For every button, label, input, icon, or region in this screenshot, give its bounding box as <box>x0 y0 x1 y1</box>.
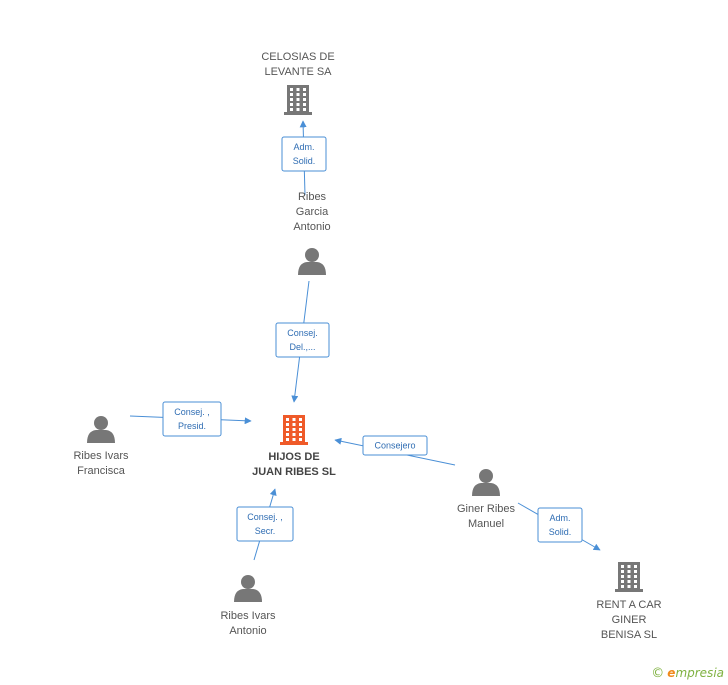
edge-e2: Consej. Del.,... <box>275 280 330 403</box>
node-label: Manuel <box>468 518 504 530</box>
edge-label-box[interactable] <box>537 507 583 543</box>
edge-e4: Consejero <box>334 435 456 466</box>
edge-label-text: Presid. <box>178 421 206 431</box>
building-icon <box>280 415 308 445</box>
brand-first-letter: e <box>667 666 676 680</box>
node-label: Antonio <box>293 221 330 233</box>
node-celosias[interactable]: CELOSIAS DE LEVANTE SA <box>261 51 335 115</box>
node-label: Francisca <box>77 465 126 477</box>
edge-label-box[interactable] <box>275 322 330 358</box>
person-icon <box>234 575 262 602</box>
node-label: HIJOS DE <box>268 451 319 463</box>
edge-label-text: Adm. <box>549 513 570 523</box>
empresia-brand: ©empresia <box>651 666 724 681</box>
node-label: Ribes Ivars <box>73 450 129 462</box>
edge-label-box[interactable] <box>281 136 327 172</box>
person-icon <box>87 416 115 443</box>
edge-label-text: Solid. <box>293 156 316 166</box>
building-icon <box>284 85 312 115</box>
edge-label-text: Consej. , <box>174 407 210 417</box>
node-label: GINER <box>612 614 647 626</box>
node-label: LEVANTE SA <box>264 66 332 78</box>
person-icon <box>472 469 500 496</box>
node-label: BENISA SL <box>601 629 657 641</box>
edge-e1: Adm. Solid. <box>281 120 327 196</box>
edge-label-text: Consejero <box>374 441 415 451</box>
node-hijos[interactable]: HIJOS DE JUAN RIBES SL <box>252 415 336 478</box>
node-label: RENT A CAR <box>596 599 661 611</box>
node-label: JUAN RIBES SL <box>252 466 336 478</box>
brand-rest: mpresia <box>675 666 724 680</box>
edge-label-text: Consej. , <box>247 512 283 522</box>
edge-e3: Consej. , Presid. <box>129 401 252 437</box>
edge-label-text: Consej. <box>287 328 318 338</box>
node-rent-a-car[interactable]: RENT A CAR GINER BENISA SL <box>596 562 662 641</box>
edge-label-text: Secr. <box>255 526 276 536</box>
edge-label-box[interactable] <box>236 506 294 542</box>
edge-label-text: Del.,... <box>289 342 315 352</box>
edge-e5: Consej. , Secr. <box>236 488 294 561</box>
edge-label-box[interactable] <box>162 401 222 437</box>
node-label: Ribes Ivars <box>220 610 276 622</box>
building-icon <box>615 562 643 592</box>
node-label: Garcia <box>296 206 329 218</box>
node-label: CELOSIAS DE <box>261 51 334 63</box>
node-label: Antonio <box>229 625 266 637</box>
copyright-symbol: © <box>651 666 665 681</box>
edge-label-text: Solid. <box>549 527 572 537</box>
edge-label-text: Adm. <box>293 142 314 152</box>
node-label: Giner Ribes <box>457 503 516 515</box>
edge-e6: Adm. Solid. <box>517 502 601 551</box>
person-icon <box>298 248 326 275</box>
edge-label-box[interactable] <box>362 435 428 456</box>
node-label: Ribes <box>298 191 327 203</box>
